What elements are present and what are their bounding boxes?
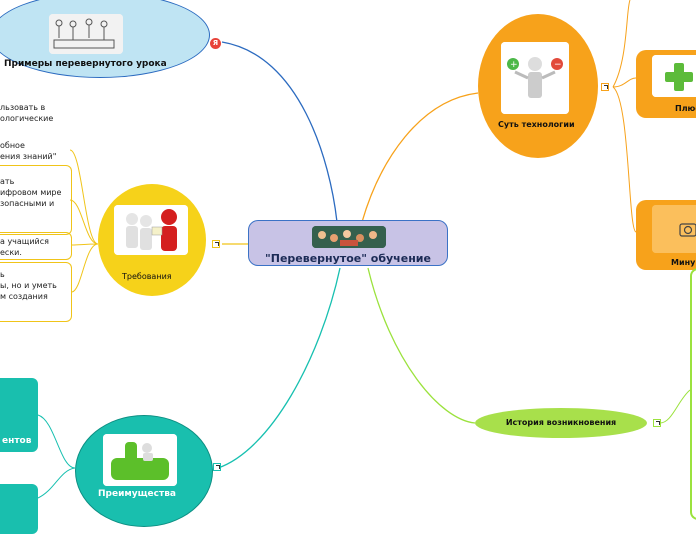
link-history-child (659, 389, 691, 424)
svg-text:−: − (554, 60, 562, 70)
central-title: "Перевернутое" обучение (265, 252, 431, 265)
classroom-image (312, 226, 386, 248)
link-essence-top (612, 0, 631, 88)
examples-badge[interactable]: Я (210, 38, 221, 49)
node-history[interactable] (475, 408, 647, 438)
requirements-label: Требования (122, 272, 172, 281)
requirement-note-2: обное ения знаний" (0, 141, 57, 161)
note-bracket-2 (0, 232, 72, 260)
link-advantages-child1 (37, 414, 76, 469)
link-advantages-child2 (37, 467, 76, 499)
history-label: История возникновения (505, 418, 617, 427)
node-history-child[interactable] (690, 268, 696, 520)
camera-icon (652, 205, 696, 253)
examples-label: Примеры перевернутого урока (4, 59, 167, 69)
examples-image (49, 14, 123, 54)
note-bracket-3 (0, 262, 72, 322)
advantages-label: Преимущества (98, 489, 176, 499)
plus-label: Плюс (675, 104, 696, 113)
link-essence-plus (612, 77, 637, 88)
node-advantages-child-1[interactable] (0, 378, 38, 452)
advantages-child-1-label: ентов (2, 436, 32, 446)
link-history (367, 267, 476, 424)
link-essence (361, 92, 479, 223)
people-sketch-illustration (49, 14, 123, 54)
requirement-note-5: ь ы, но и уметь м создания (0, 270, 57, 301)
essence-link-icon[interactable] (601, 83, 609, 91)
link-examples (221, 41, 338, 223)
advantages-image (103, 434, 177, 486)
requirement-note-3: ать ифровом мире зопасными и (0, 177, 62, 208)
essence-image: + − (501, 42, 569, 114)
minus-image (652, 205, 696, 253)
svg-text:+: + (510, 60, 518, 70)
requirement-note-1: льзовать в ологические (0, 103, 54, 123)
requirement-note-4: а учащийся ески. (0, 237, 49, 257)
connector-layer (37, 0, 691, 499)
requirements-image (114, 205, 188, 255)
link-requirements-notes (69, 149, 99, 293)
essence-label: Суть технологии (498, 120, 575, 129)
minus-label: Мину (671, 258, 696, 267)
thumbs-up-illustration (103, 434, 177, 486)
plus-image (652, 55, 696, 97)
people-red-figure-illustration (114, 205, 188, 255)
advantages-link-icon[interactable] (213, 463, 221, 471)
note-bracket-1 (0, 165, 72, 235)
link-advantages (217, 267, 341, 469)
requirements-link-icon[interactable] (212, 240, 220, 248)
classroom-illustration (312, 226, 386, 248)
link-essence-minus (612, 86, 637, 233)
plus-icon (652, 55, 696, 97)
pros-cons-illustration: + − (501, 42, 569, 114)
node-advantages-child-2[interactable] (0, 484, 38, 534)
history-link-icon[interactable] (653, 419, 661, 427)
